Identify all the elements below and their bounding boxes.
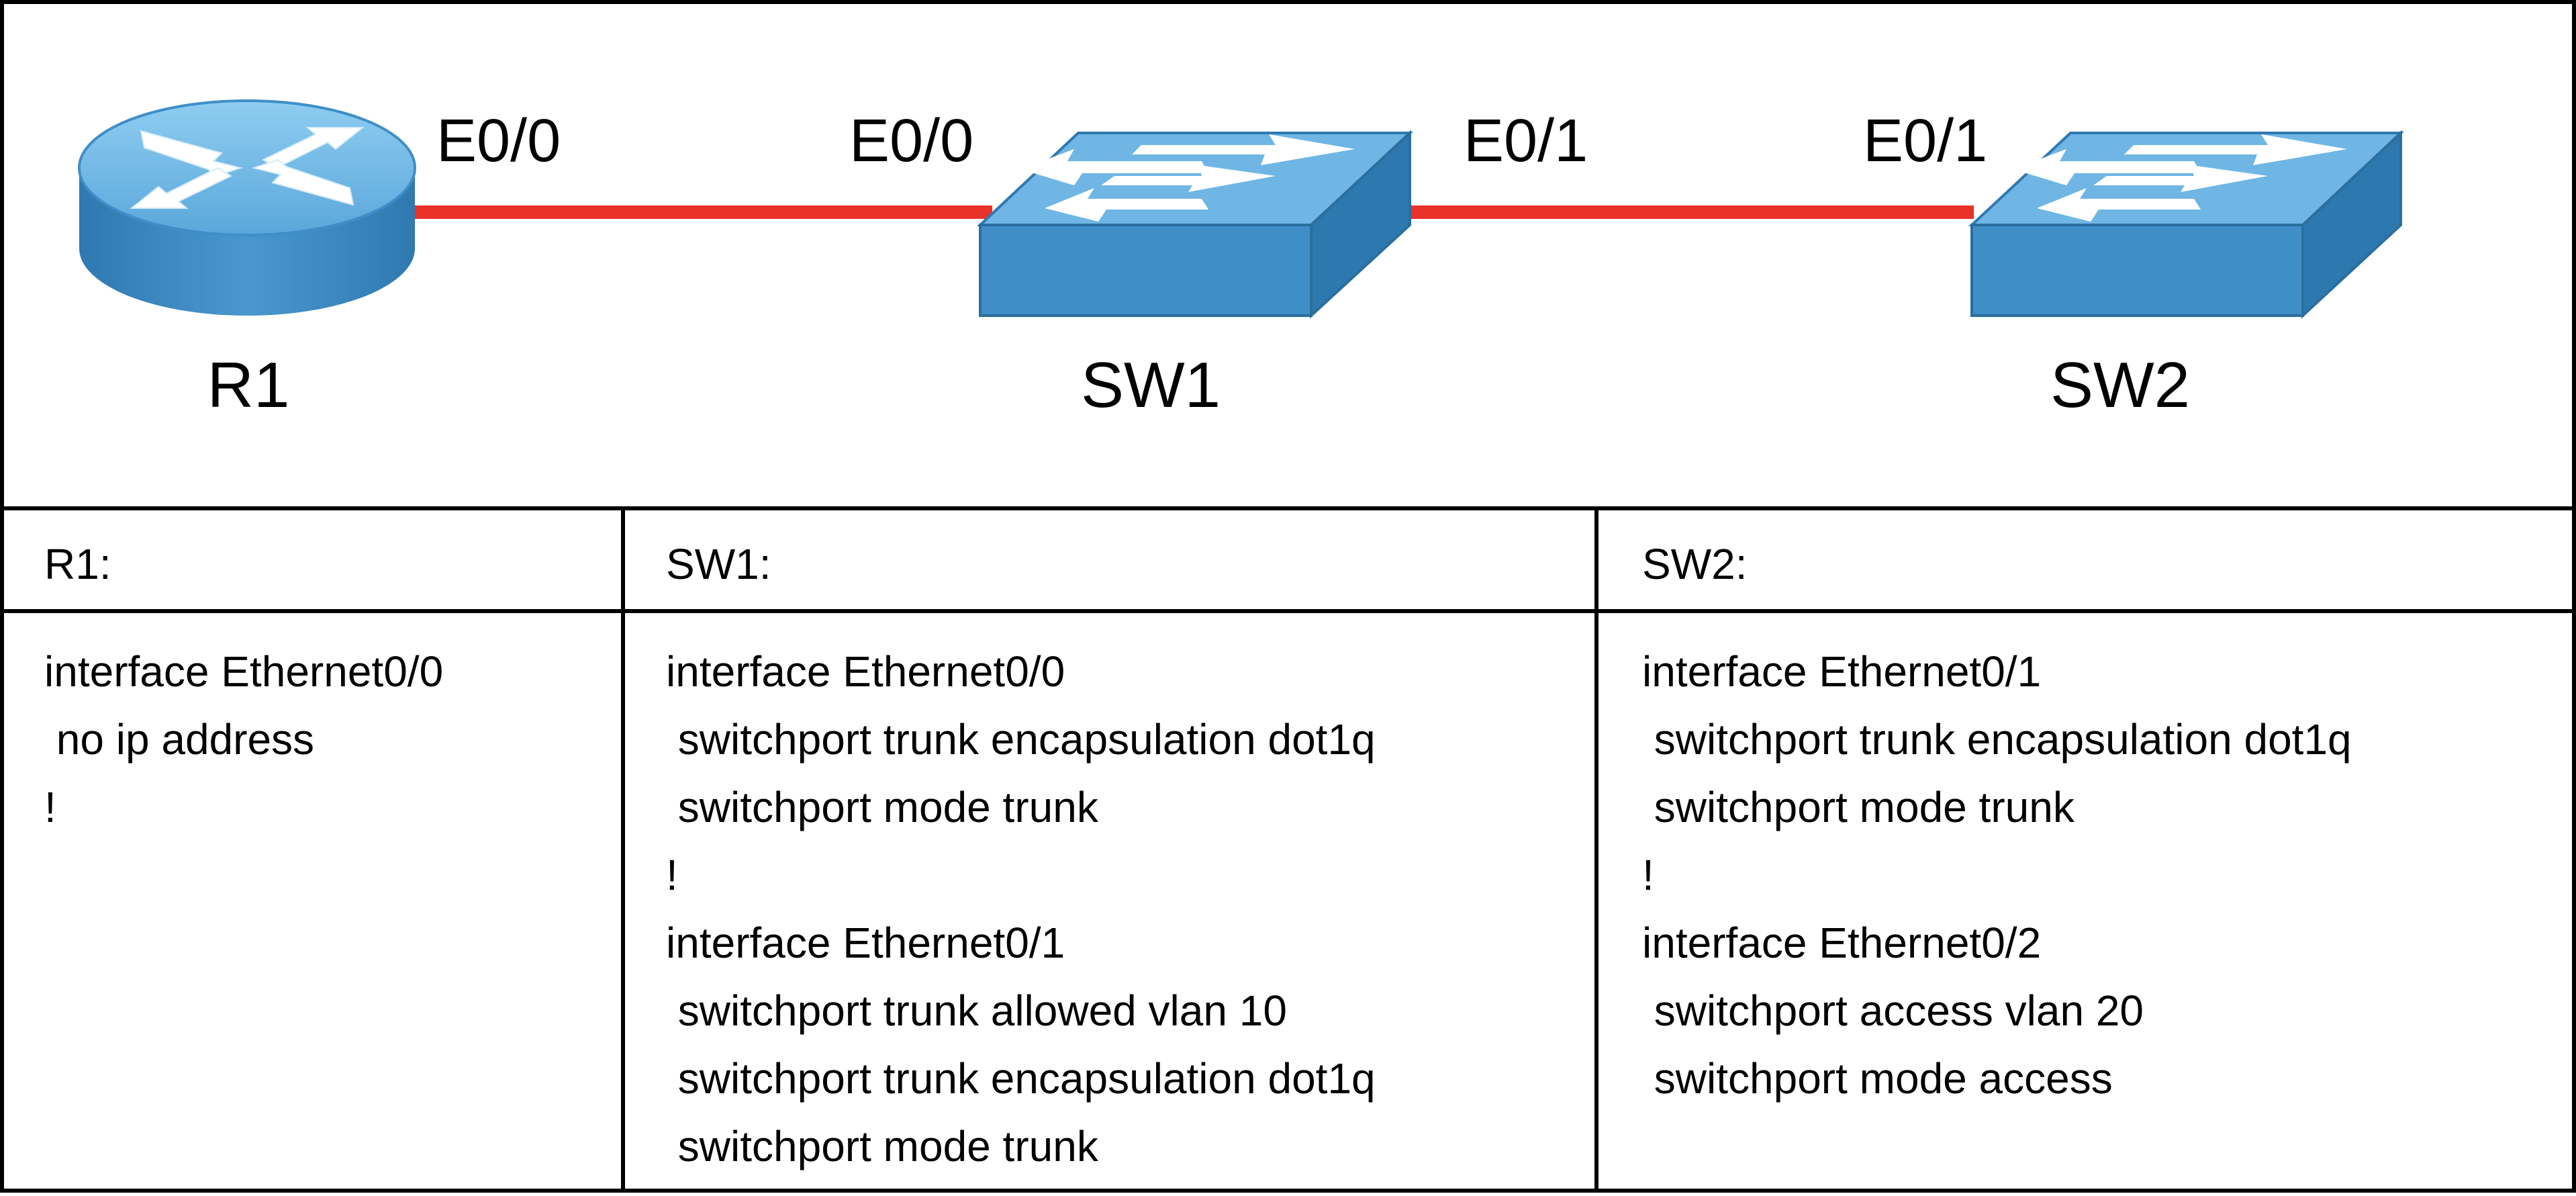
config-line: switchport access vlan 20 — [1642, 986, 2144, 1035]
config-line: switchport mode trunk — [666, 783, 1098, 831]
config-line: interface Ethernet0/0 — [666, 647, 1065, 696]
config-block-sw2: interface Ethernet0/1 switchport trunk e… — [1642, 638, 2352, 1113]
config-line: switchport mode trunk — [1642, 783, 2074, 831]
config-line: interface Ethernet0/0 — [44, 647, 444, 696]
switch-icon-sw2 — [1968, 130, 2405, 319]
table-header-r1: R1: — [44, 540, 111, 588]
config-line: interface Ethernet0/2 — [1642, 919, 2042, 967]
config-line: switchport mode trunk — [666, 1122, 1098, 1170]
config-line: switchport mode access — [1642, 1054, 2113, 1103]
device-label-r1: R1 — [207, 349, 290, 421]
config-line: interface Ethernet0/1 — [1642, 647, 2042, 696]
port-label-sw1-e0-0: E0/0 — [849, 107, 973, 175]
port-label-sw2-e0-1: E0/1 — [1863, 107, 1987, 175]
table-header-sw2: SW2: — [1642, 540, 1748, 588]
port-label-r1-e0-0: E0/0 — [436, 107, 561, 175]
config-line: switchport trunk encapsulation dot1q — [666, 715, 1376, 764]
config-line: interface Ethernet0/1 — [666, 919, 1065, 967]
switch-icon-sw1 — [976, 130, 1414, 319]
table-header-sw1: SW1: — [666, 540, 771, 588]
port-label-sw1-e0-1: E0/1 — [1464, 107, 1588, 175]
config-line: ! — [666, 851, 678, 899]
config-line: ! — [1642, 851, 1654, 899]
config-line: switchport trunk encapsulation dot1q — [666, 1054, 1376, 1103]
config-block-sw1: interface Ethernet0/0 switchport trunk e… — [666, 638, 1376, 1181]
router-icon — [78, 99, 416, 316]
config-line: ! — [44, 783, 56, 831]
config-block-r1: interface Ethernet0/0 no ip address! — [44, 638, 443, 841]
config-line: no ip address — [44, 715, 315, 764]
config-line: switchport trunk allowed vlan 10 — [666, 986, 1287, 1035]
device-label-sw1: SW1 — [1081, 349, 1221, 421]
device-label-sw2: SW2 — [2050, 349, 2190, 421]
config-line: switchport trunk encapsulation dot1q — [1642, 715, 2352, 764]
